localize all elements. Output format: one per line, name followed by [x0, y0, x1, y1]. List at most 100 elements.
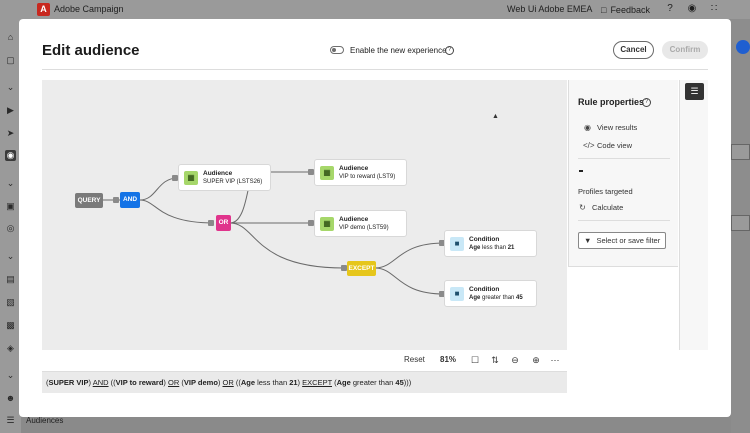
chevron-down-icon[interactable]: ⌄: [6, 82, 15, 92]
operator-text: less than: [480, 244, 508, 251]
audience-node-vip-to-reward[interactable]: ▦ Audience VIP to reward (LST9): [314, 159, 407, 186]
port-icon[interactable]: [308, 220, 314, 226]
info-icon[interactable]: ?: [642, 98, 651, 107]
new-experience-label: Enable the new experience: [350, 46, 447, 55]
home-icon[interactable]: ⌂: [7, 32, 14, 42]
and-operator[interactable]: AND: [120, 192, 140, 208]
condition-node-age-less-21[interactable]: ■ Condition Age less than 21: [444, 230, 537, 257]
confirm-button[interactable]: Confirm: [662, 41, 708, 59]
operator-text: greater than: [480, 294, 517, 301]
code-view-button[interactable]: </> Code view: [583, 141, 632, 150]
toggle-knob: [332, 48, 336, 52]
panel-divider: [578, 220, 670, 221]
query-operator[interactable]: QUERY: [75, 193, 103, 208]
properties-toggle-icon[interactable]: ☰: [685, 83, 704, 100]
reports-icon[interactable]: ▣: [6, 201, 15, 211]
offers-icon[interactable]: ◎: [6, 223, 15, 233]
user-icon[interactable]: ☻: [5, 393, 16, 403]
audience-icon: ▦: [184, 170, 198, 185]
except-operator[interactable]: EXCEPT: [347, 261, 376, 276]
audience-node-super-vip[interactable]: ▦ Audience SUPER VIP (LSTS26): [178, 164, 271, 191]
port-icon[interactable]: [439, 291, 445, 297]
node-detail: VIP to reward (LST9): [339, 173, 396, 180]
arrange-icon[interactable]: ⇅: [491, 355, 499, 365]
zoom-out-icon[interactable]: ⊖: [511, 355, 519, 365]
eye-icon: ◉: [584, 123, 591, 132]
rule-builder-canvas[interactable]: QUERY AND ▦ Audience SUPER VIP (LSTS26) …: [42, 80, 567, 350]
profiles-targeted-label: Profiles targeted: [578, 187, 633, 196]
zoom-in-icon[interactable]: ⊕: [532, 355, 540, 365]
audience-node-vip-demo[interactable]: ▦ Audience VIP demo (LST59): [314, 210, 407, 237]
port-icon[interactable]: [208, 220, 214, 226]
notifications-bell-icon[interactable]: ◉: [687, 3, 697, 14]
rule-properties-panel: Rule properties ? ◉ View results </> Cod…: [568, 80, 678, 267]
panel-divider: [578, 158, 670, 159]
filter-icon: ▼: [584, 236, 592, 245]
condition-node-age-greater-45[interactable]: ■ Condition Age greater than 45: [444, 280, 537, 307]
connector-except-age21: [374, 242, 445, 269]
workflows-icon[interactable]: ▩: [6, 320, 15, 330]
more-options-icon[interactable]: ⋯: [550, 355, 560, 365]
audiences-icon[interactable]: ☰: [6, 415, 15, 425]
filter-button-label: Select or save filter: [596, 236, 661, 245]
audiences-nav-icon[interactable]: ◉: [5, 150, 16, 161]
security-icon[interactable]: ◈: [7, 343, 14, 353]
audience-icon: ▦: [320, 216, 334, 231]
port-icon[interactable]: [113, 197, 119, 203]
reset-button[interactable]: Reset: [404, 355, 425, 364]
port-icon[interactable]: [172, 175, 178, 181]
node-detail: VIP demo (LST59): [339, 224, 389, 231]
view-results-label: View results: [597, 123, 638, 132]
expression-text: (SUPER VIP) AND ((VIP to reward) OR (VIP…: [46, 378, 412, 387]
connector-except-age45: [374, 267, 445, 295]
connector-or-except: [229, 222, 345, 269]
feedback-button[interactable]: □ Feedback: [597, 2, 654, 17]
cursor-icon: ▲: [492, 113, 499, 120]
view-results-button[interactable]: ◉ View results: [583, 123, 637, 132]
dialog-title: Edit audience: [42, 42, 140, 59]
apps-grid-icon[interactable]: ∷: [710, 3, 718, 14]
info-icon[interactable]: ?: [445, 46, 454, 55]
port-icon[interactable]: [439, 240, 445, 246]
help-icon[interactable]: ?: [667, 3, 673, 14]
field-name: Age: [469, 294, 481, 301]
header-divider: [42, 69, 708, 70]
node-type: Audience: [339, 164, 369, 172]
nav-audiences-label[interactable]: Audiences: [26, 416, 64, 425]
background-page: [731, 19, 750, 433]
edit-audience-dialog: Edit audience Enable the new experience …: [19, 19, 731, 417]
campaigns-icon[interactable]: ▶: [7, 105, 14, 115]
connector-and-superVip: [139, 177, 179, 201]
value-text: 21: [507, 244, 515, 251]
org-switcher[interactable]: Web Ui Adobe EMEA: [507, 4, 593, 14]
background-field: [731, 215, 750, 231]
explorer-icon[interactable]: ▢: [6, 55, 15, 65]
node-type: Audience: [339, 215, 369, 223]
panel-title: Rule properties: [578, 97, 645, 107]
templates-icon[interactable]: ▧: [6, 297, 15, 307]
select-or-save-filter-button[interactable]: ▼ Select or save filter: [578, 232, 666, 249]
left-nav-rail: ⌂ ▢ ⌄ ▶ ➤ ◉ ⌄ ▣ ◎ ⌄ ▤ ▧ ▩ ◈ ⌄ ☻ ☰: [0, 19, 21, 433]
calculate-label: Calculate: [592, 203, 624, 212]
port-icon[interactable]: [341, 265, 347, 271]
lists-icon[interactable]: ▤: [6, 274, 15, 284]
new-experience-toggle[interactable]: [330, 46, 344, 54]
port-icon[interactable]: [308, 169, 314, 175]
connector-lines: [102, 171, 445, 295]
or-operator[interactable]: OR: [216, 215, 231, 231]
refresh-icon: ↻: [579, 203, 586, 212]
condition-icon: ■: [450, 286, 464, 301]
feedback-icon: □: [601, 4, 607, 15]
cancel-button[interactable]: Cancel: [613, 41, 654, 59]
background-avatar: [736, 40, 750, 54]
chevron-down-icon[interactable]: ⌄: [6, 178, 15, 188]
calculate-button[interactable]: ↻ Calculate: [578, 203, 623, 212]
send-icon[interactable]: ➤: [6, 128, 15, 138]
feedback-label: Feedback: [610, 4, 650, 15]
node-detail: SUPER VIP (LSTS26): [203, 178, 263, 185]
chevron-down-icon[interactable]: ⌄: [6, 370, 15, 380]
field-name: Age: [469, 244, 481, 251]
lock-icon[interactable]: ☐: [470, 355, 480, 365]
chevron-down-icon[interactable]: ⌄: [6, 251, 15, 261]
node-type: Condition: [469, 285, 500, 293]
